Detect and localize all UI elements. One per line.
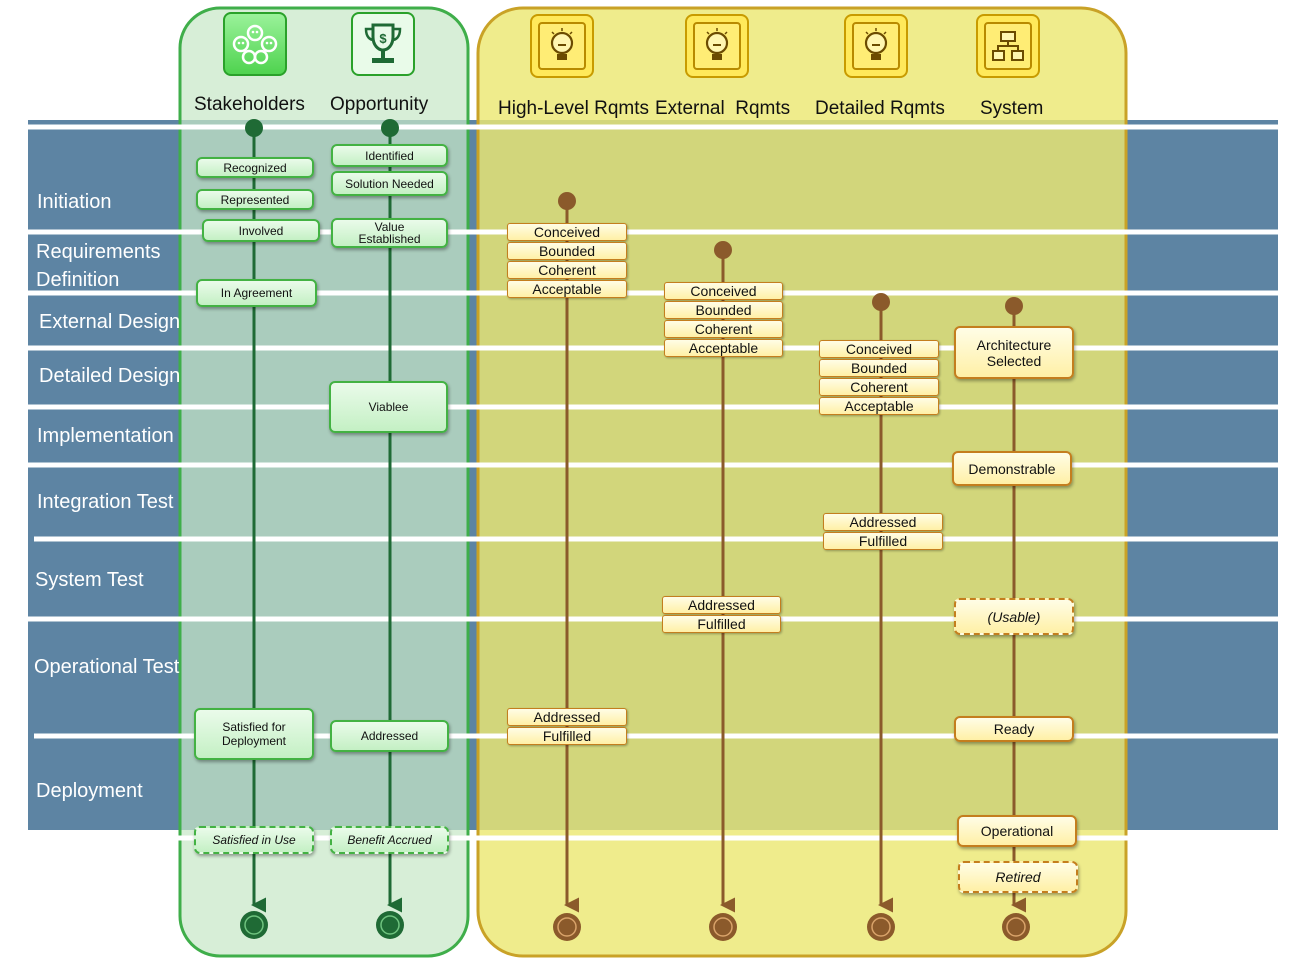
state-system-operational: Operational	[957, 815, 1077, 847]
phase-label-deployment: Deployment	[36, 780, 143, 802]
state-high-level-addressed: Addressed	[507, 708, 627, 726]
state-detailed-fulfilled: Fulfilled	[823, 532, 943, 550]
state-opportunity-viablee: Viablee	[329, 381, 448, 433]
state-opportunity-addressed: Addressed	[330, 720, 449, 752]
state-external-coherent: Coherent	[664, 320, 783, 338]
state-system-architecture-selected: Architecture Selected	[954, 326, 1074, 379]
hierarchy-icon	[976, 14, 1040, 78]
state-stack-external-rqmts: Conceived Bounded Coherent Acceptable	[664, 282, 783, 357]
column-header-detailed-rqmts: Detailed Rqmts	[815, 98, 945, 119]
state-stakeholders-satisfied-in-use: Satisfied in Use	[194, 826, 314, 854]
state-stack-high-level-rqmts-done: Addressed Fulfilled	[507, 708, 627, 745]
column-header-opportunity: Opportunity	[330, 94, 429, 115]
state-external-acceptable: Acceptable	[664, 339, 783, 357]
phase-label-system-test: System Test	[35, 569, 144, 591]
state-stakeholders-recognized: Recognized	[196, 157, 314, 178]
phase-label-operational-test: Operational Test	[34, 656, 180, 678]
state-opportunity-benefit-accrued: Benefit Accrued	[330, 826, 449, 854]
state-stack-detailed-rqmts: Conceived Bounded Coherent Acceptable	[819, 340, 939, 415]
state-stack-high-level-rqmts: Conceived Bounded Coherent Acceptable	[507, 223, 627, 298]
state-high-level-acceptable: Acceptable	[507, 280, 627, 298]
state-stakeholders-satisfied-for-deployment: Satisfied for Deployment	[194, 708, 314, 760]
state-stack-detailed-rqmts-done: Addressed Fulfilled	[823, 513, 943, 550]
state-system-retired: Retired	[958, 861, 1078, 893]
phase-label-requirements-definition: Requirements Definition	[36, 241, 161, 291]
phase-label-initiation: Initiation	[37, 191, 112, 213]
state-detailed-coherent: Coherent	[819, 378, 939, 396]
state-high-level-conceived: Conceived	[507, 223, 627, 241]
state-stakeholders-represented: Represented	[196, 189, 314, 210]
state-high-level-bounded: Bounded	[507, 242, 627, 260]
end-nodes	[240, 911, 1030, 941]
state-stack-external-rqmts-done: Addressed Fulfilled	[662, 596, 781, 633]
phase-label-detailed-design: Detailed Design	[39, 365, 181, 387]
phase-label-implementation: Implementation	[37, 425, 174, 447]
state-detailed-acceptable: Acceptable	[819, 397, 939, 415]
state-detailed-conceived: Conceived	[819, 340, 939, 358]
state-detailed-bounded: Bounded	[819, 359, 939, 377]
state-high-level-coherent: Coherent	[507, 261, 627, 279]
state-detailed-addressed: Addressed	[823, 513, 943, 531]
state-external-conceived: Conceived	[664, 282, 783, 300]
state-opportunity-identified: Identified	[331, 144, 448, 167]
column-header-external-rqmts: External Rqmts	[655, 98, 791, 119]
column-header-high-level-rqmts: High-Level Rqmts	[498, 98, 649, 119]
state-opportunity-solution-needed: Solution Needed	[331, 171, 448, 196]
trophy-icon: $	[351, 12, 415, 76]
state-external-addressed: Addressed	[662, 596, 781, 614]
state-stakeholders-in-agreement: In Agreement	[196, 279, 317, 307]
state-stakeholders-involved: Involved	[202, 219, 320, 242]
svg-text:$: $	[379, 31, 387, 46]
state-high-level-fulfilled: Fulfilled	[507, 727, 627, 745]
lightbulb-icon	[685, 14, 749, 78]
state-external-bounded: Bounded	[664, 301, 783, 319]
lightbulb-icon	[844, 14, 908, 78]
state-system-usable: (Usable)	[954, 598, 1074, 635]
state-opportunity-value-established: Value Established	[331, 218, 448, 248]
phase-label-integration-test: Integration Test	[37, 491, 174, 513]
stakeholders-group-icon	[223, 12, 287, 76]
state-external-fulfilled: Fulfilled	[662, 615, 781, 633]
start-nodes	[245, 119, 1023, 315]
phase-label-external-design: External Design	[39, 311, 181, 333]
column-header-system: System	[980, 98, 1044, 119]
lightbulb-icon	[530, 14, 594, 78]
state-system-ready: Ready	[954, 716, 1074, 742]
state-system-demonstrable: Demonstrable	[952, 451, 1072, 486]
column-header-stakeholders: Stakeholders	[194, 94, 305, 115]
